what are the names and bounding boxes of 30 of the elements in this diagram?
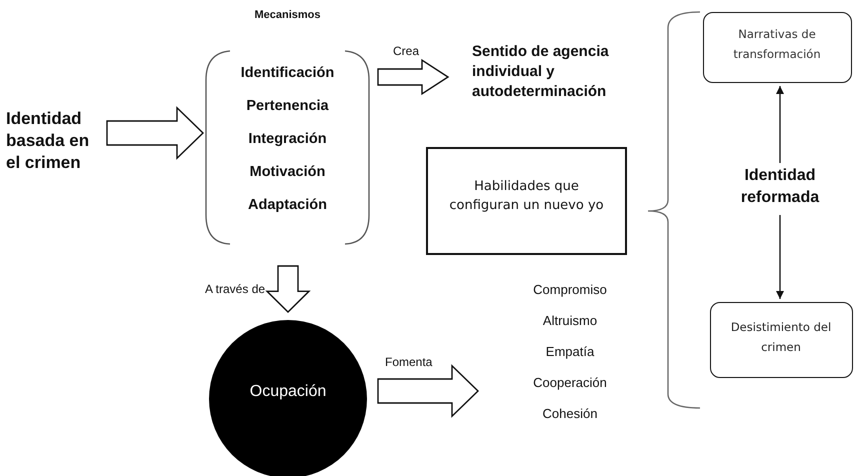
node-label: Desistimiento del crimen — [730, 319, 832, 356]
arrow — [776, 86, 784, 163]
block-arrow — [106, 106, 204, 160]
node-label: Sentido de agencia individual y autodeterminación — [472, 42, 610, 102]
node-label: Cooperación — [532, 375, 608, 391]
node-label: Cohesión — [542, 406, 598, 422]
rounded-box — [703, 12, 852, 83]
node-label: Habilidades que configuran un nuevo yo — [448, 178, 605, 215]
block-arrow — [377, 364, 479, 418]
edge-label: Crea — [393, 44, 420, 58]
rounded-box — [710, 302, 853, 378]
node-label: Adaptación — [247, 197, 328, 214]
node-label: Empatía — [544, 344, 596, 360]
node-label: Altruismo — [542, 313, 598, 329]
block-arrow — [265, 265, 311, 313]
node-label: Pertenencia — [245, 98, 330, 116]
heading: Mecanismos — [253, 9, 322, 22]
node-label: Narrativas de transformación — [732, 26, 822, 63]
node-label: Compromiso — [532, 282, 608, 298]
process-box — [426, 147, 627, 255]
node-label: Identidad basada en el crimen — [6, 108, 90, 174]
node-label: Identificación — [240, 65, 336, 82]
edge-label: Fomenta — [385, 355, 432, 369]
block-arrow — [377, 58, 450, 96]
node-label: Ocupación — [248, 382, 328, 402]
arrow — [776, 215, 784, 299]
node-label: Identidad reformada — [740, 166, 820, 208]
edge-label: A través de — [205, 282, 266, 296]
node-label: Motivación — [248, 164, 326, 182]
node-label: Integración — [247, 131, 328, 148]
